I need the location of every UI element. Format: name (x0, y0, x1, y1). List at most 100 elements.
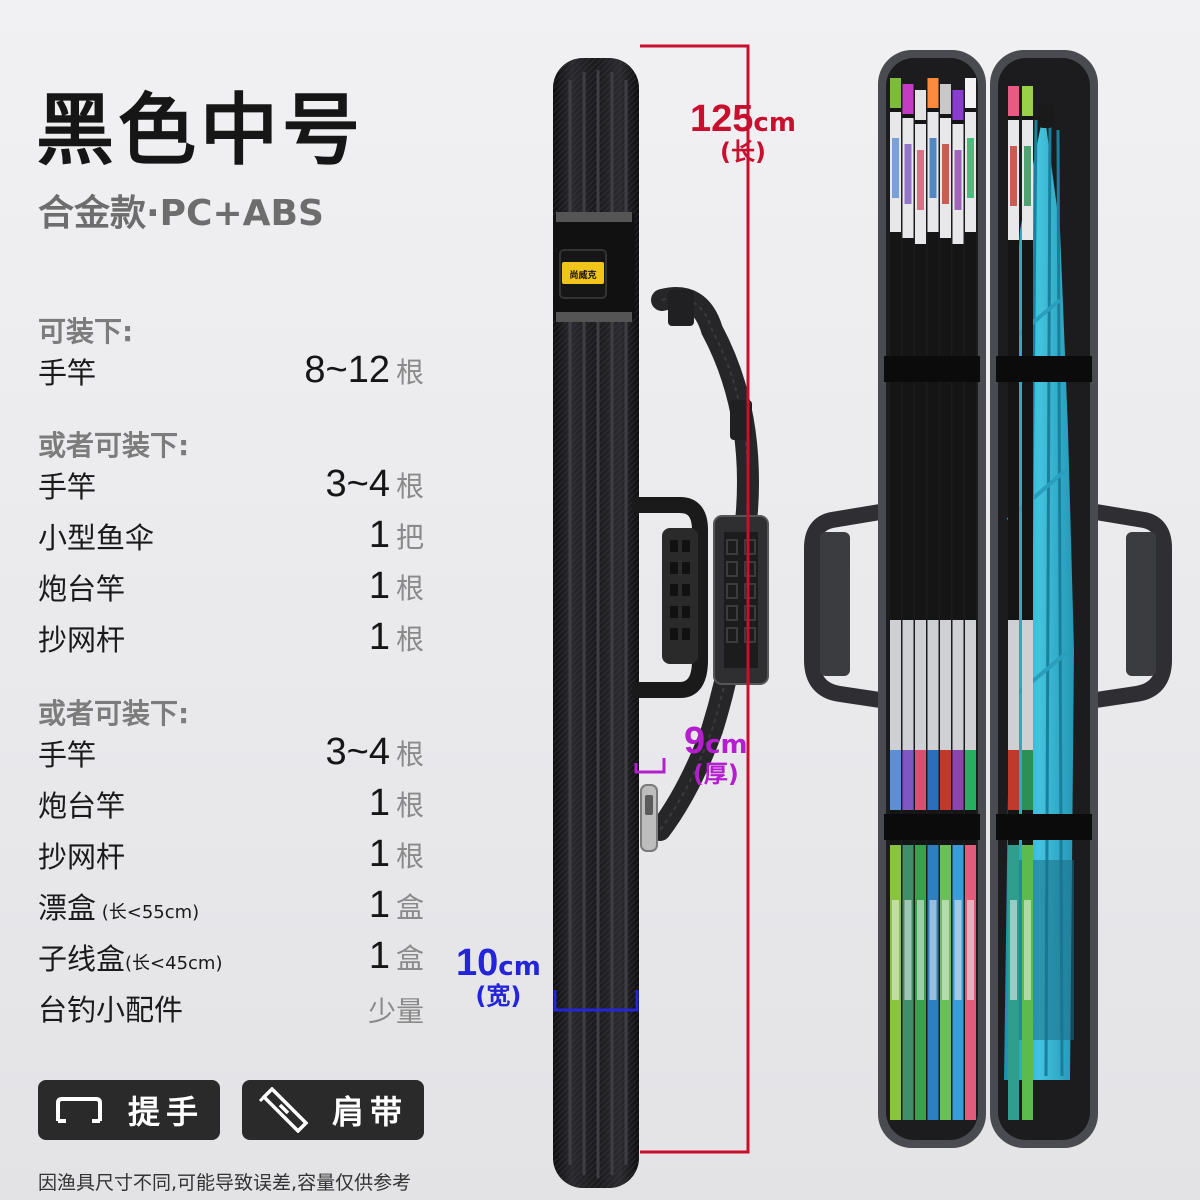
quantity-value: 少量 (367, 995, 424, 1028)
zipper-pull (640, 784, 658, 852)
section-heading: 或者可装下: (38, 429, 190, 462)
product-title: 黑色中号 (36, 86, 365, 176)
quantity-value: 1 (368, 616, 390, 658)
quantity-value: 3~4 (325, 731, 390, 773)
width-dimension-label: 10cm (宽) (456, 942, 541, 1010)
thickness-caption: (厚) (692, 759, 739, 788)
item-name-text: 炮台竿 (38, 789, 126, 823)
fishing-rod (1008, 86, 1019, 1120)
item-name-text: 抄网杆 (38, 623, 126, 657)
item-name-text: 手竿 (38, 356, 97, 390)
disclaimer-note: 因渔具尺寸不同,可能导致误差,容量仅供参考 (38, 1172, 412, 1194)
thickness-dimension-label: 9cm (厚) (684, 720, 748, 788)
length-caption: (长) (719, 137, 766, 166)
quantity-unit: 根 (395, 572, 424, 605)
quantity-unit: 根 (395, 840, 424, 873)
item-name-text: 小型鱼伞 (38, 521, 155, 555)
closed-rod-case: 尚威克 (553, 58, 769, 1188)
quantity-value: 1 (368, 514, 390, 556)
quantity-unit: 根 (395, 738, 424, 771)
quantity-unit: 根 (395, 623, 424, 656)
section-heading: 可装下: (38, 315, 134, 348)
quantity-unit: 把 (395, 521, 424, 554)
item-name: 炮台竿 (38, 792, 125, 821)
quantity-value: 1 (368, 884, 390, 926)
capacity-row: 台钓小配件 少量 (38, 983, 424, 1034)
fishing-rod (965, 78, 976, 1120)
item-name: 抄网杆 (38, 843, 125, 872)
fishing-rod (940, 84, 951, 1120)
quantity-value: 1 (368, 565, 390, 607)
item-name: 抄网杆 (38, 626, 125, 655)
brand-badge: 尚威克 (569, 269, 596, 281)
item-name: 手竿 (38, 741, 96, 770)
fishing-rod (915, 90, 926, 1120)
width-caption: (宽) (475, 981, 522, 1010)
item-name-text: 台钓小配件 (38, 993, 184, 1027)
strap-icon (258, 1087, 308, 1133)
quantity-value: 1 (368, 833, 390, 875)
item-name: 手竿 (38, 473, 96, 502)
fishing-rod (902, 84, 914, 1120)
item-name-text: 炮台竿 (38, 572, 126, 606)
stored-rods-left (890, 78, 976, 1120)
fishing-rod (890, 78, 901, 1120)
quantity-value: 1 (368, 935, 390, 977)
item-name: 漂盒 (长<55cm) (38, 894, 199, 923)
item-name: 手竿 (38, 359, 96, 388)
length-dimension-label: 125cm (长) (690, 98, 796, 166)
quantity-unit: 根 (395, 356, 424, 389)
length-unit: cm (753, 108, 796, 138)
quantity-value: 1 (368, 782, 390, 824)
handle-button[interactable]: 提手 (38, 1080, 220, 1140)
quantity-unit: 根 (395, 470, 424, 503)
product-subtitle: 合金款·PC+ABS (38, 193, 324, 234)
quantity-unit: 根 (395, 789, 424, 822)
thickness-value: 9 (684, 720, 706, 762)
width-value: 10 (456, 942, 499, 984)
item-name-text: 子线盒 (38, 942, 126, 976)
item-name-text: 抄网杆 (38, 840, 126, 874)
width-dimension-marker (553, 990, 639, 1012)
item-name: 小型鱼伞 (38, 524, 154, 553)
handle-button-label: 提手 (127, 1093, 204, 1131)
fishing-rod (952, 90, 964, 1120)
item-name: 台钓小配件 (38, 996, 183, 1025)
handle-icon (54, 1095, 104, 1125)
item-size-note: (长<45cm) (125, 953, 223, 974)
quantity-unit: 盒 (395, 891, 424, 924)
item-size-note: (长<55cm) (96, 902, 200, 923)
thickness-unit: cm (705, 730, 748, 760)
stored-rods-right (1008, 86, 1033, 1120)
item-name-text: 手竿 (38, 470, 97, 504)
length-value: 125 (690, 98, 754, 140)
item-name: 子线盒(长<45cm) (38, 945, 222, 974)
fishing-rod (1022, 86, 1033, 1120)
item-name: 炮台竿 (38, 575, 125, 604)
strap-button[interactable]: 肩带 (242, 1080, 424, 1140)
carry-handle (632, 497, 708, 698)
open-rod-case (804, 50, 1172, 1148)
width-unit: cm (498, 952, 541, 982)
item-name-text: 漂盒 (38, 891, 97, 925)
